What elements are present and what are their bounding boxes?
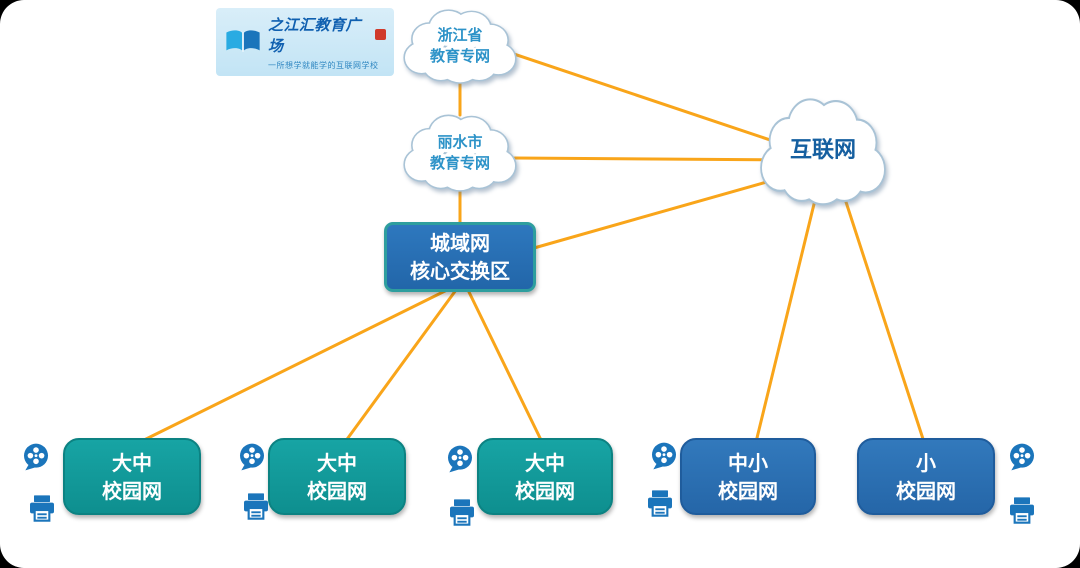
link-core-campus1 bbox=[138, 288, 449, 444]
film-reel-icon bbox=[1010, 443, 1034, 471]
open-book-icon bbox=[226, 30, 260, 52]
link-core-internet bbox=[532, 170, 804, 250]
core-switch-box: 城域网 核心交换区 bbox=[384, 222, 536, 292]
campus-network-box-5: 小 校园网 bbox=[857, 438, 995, 515]
logo-title: 之江汇教育广场 bbox=[268, 15, 362, 55]
link-zhejiang-internet bbox=[500, 48, 802, 152]
node-label: 浙江省 教育专网 bbox=[429, 26, 490, 65]
link-lishui-internet bbox=[513, 156, 797, 162]
zhijianghui-logo: 之江汇教育广场 一所想学就能学的互联网学校 bbox=[216, 8, 394, 76]
logo-subtitle: 一所想学就能学的互联网学校 bbox=[268, 60, 379, 70]
logo-texts: 之江汇教育广场 一所想学就能学的互联网学校 bbox=[268, 14, 386, 71]
film-reel-icon bbox=[240, 443, 264, 471]
printer-icon bbox=[244, 493, 268, 520]
link-core-campus2 bbox=[343, 288, 458, 444]
link-internet-campus4 bbox=[754, 198, 817, 444]
node-label: 丽水市 教育专网 bbox=[429, 132, 490, 172]
film-reel-icon bbox=[652, 442, 676, 470]
campus-network-box-4: 中小 校园网 bbox=[680, 438, 816, 515]
printer-icon bbox=[450, 499, 474, 526]
node-label: 互联网 bbox=[789, 137, 856, 163]
lishui-education-network-cloud: 丽水市 教育专网 bbox=[396, 110, 524, 195]
internet-cloud: 互联网 bbox=[752, 92, 894, 210]
printer-icon bbox=[1010, 497, 1034, 524]
campus-network-box-2: 大中 校园网 bbox=[268, 438, 406, 515]
link-core-campus3 bbox=[466, 288, 544, 444]
campus-network-box-1: 大中 校园网 bbox=[63, 438, 201, 515]
zhejiang-education-network-cloud: 浙江省 教育专网 bbox=[396, 5, 524, 87]
printer-icon bbox=[30, 495, 54, 522]
logo-seal bbox=[375, 29, 386, 40]
printer-icon bbox=[648, 490, 672, 517]
campus-network-box-3: 大中 校园网 bbox=[477, 438, 613, 515]
link-internet-campus5 bbox=[844, 200, 926, 444]
film-reel-icon bbox=[448, 445, 472, 473]
film-reel-icon bbox=[24, 443, 48, 471]
